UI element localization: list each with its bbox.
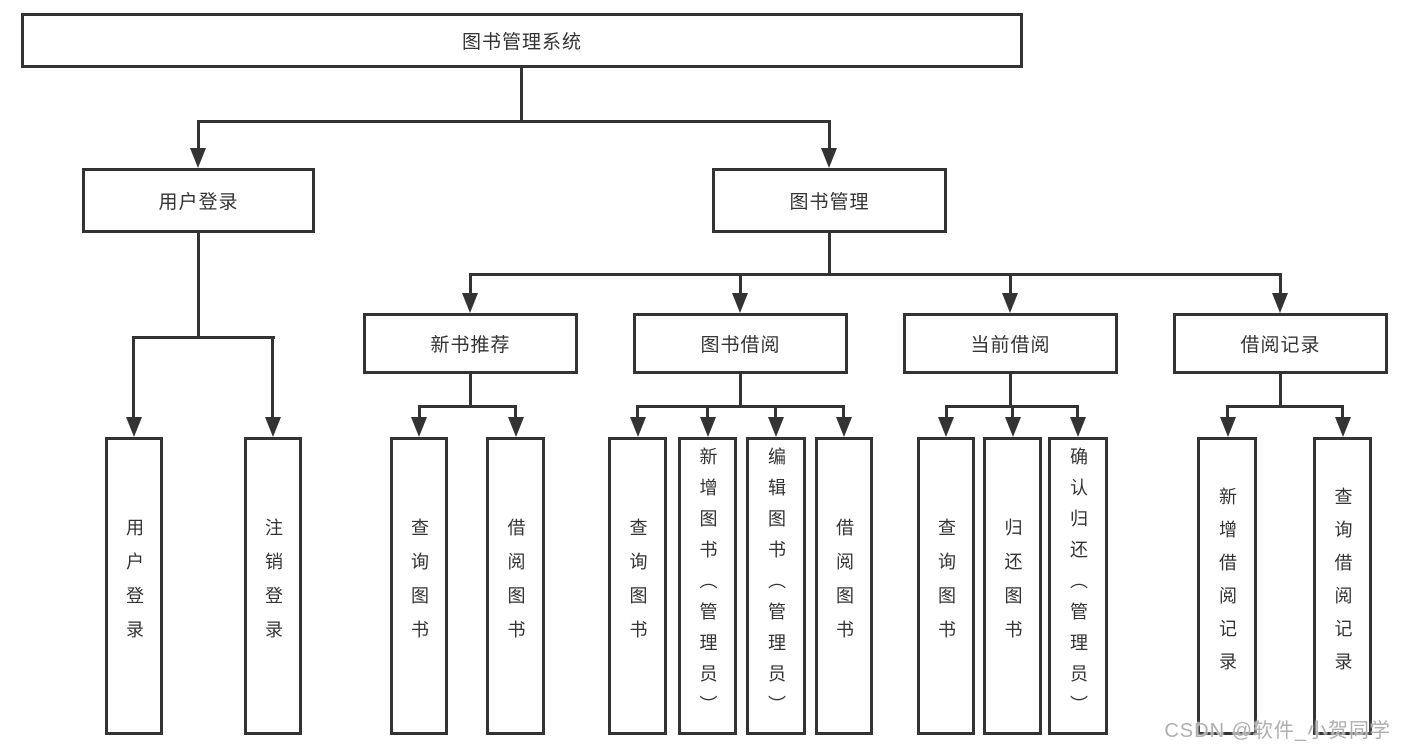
arrow-down-icon <box>938 417 954 437</box>
csdn-watermark: CSDN @软件_小贺同学 <box>1164 720 1391 742</box>
edge-line <box>1009 273 1012 293</box>
node-logout-leaf: 注销登录 <box>244 437 302 735</box>
leaf-label: 确认归还（管理员） <box>1068 446 1088 726</box>
arrow-down-icon <box>700 417 716 437</box>
node-new-book-recommend: 新书推荐 <box>363 313 578 374</box>
node-borrow-books-leaf: 借阅图书 <box>486 437 545 735</box>
leaf-label: 查询图书 <box>627 518 648 654</box>
edge-line <box>197 120 831 123</box>
node-user-login: 用户登录 <box>82 168 315 233</box>
node-add-borrow-record-leaf: 新增借阅记录 <box>1197 437 1257 735</box>
leaf-label: 用户登录 <box>124 518 144 654</box>
leaf-label: 注销登录 <box>263 518 283 654</box>
edge-line <box>132 336 275 339</box>
arrow-down-icon <box>126 417 142 437</box>
edge-line <box>1011 405 1014 417</box>
edge-line <box>418 405 421 417</box>
leaf-label: 查询借阅记录 <box>1332 487 1353 685</box>
edge-line <box>828 120 831 148</box>
node-query-books-leaf: 查询图书 <box>390 437 448 735</box>
arrow-down-icon <box>190 148 206 168</box>
edge-line <box>636 405 845 408</box>
arrow-down-icon <box>265 417 281 437</box>
edge-line <box>1009 374 1012 405</box>
node-borrow-books-leaf: 借阅图书 <box>815 437 873 735</box>
arrow-down-icon <box>836 417 852 437</box>
edge-line <box>1279 374 1282 405</box>
edge-line <box>469 273 1282 276</box>
arrow-down-icon <box>1220 417 1236 437</box>
leaf-label: 新增借阅记录 <box>1217 487 1237 685</box>
arrow-down-icon <box>732 293 748 313</box>
edge-line <box>739 374 742 405</box>
node-user-login-leaf: 用户登录 <box>105 437 163 735</box>
edge-line <box>197 120 200 148</box>
edge-line <box>520 68 523 120</box>
edge-line <box>418 405 517 408</box>
edge-line <box>514 405 517 417</box>
leaf-label: 编辑图书（管理员） <box>766 446 786 726</box>
leaf-label: 借阅图书 <box>505 518 526 654</box>
leaf-label: 新增图书（管理员） <box>697 446 718 726</box>
edge-line <box>1226 405 1229 417</box>
node-library-system: 图书管理系统 <box>21 13 1023 68</box>
leaf-label: 归还图书 <box>1002 518 1023 654</box>
arrow-down-icon <box>1272 293 1288 313</box>
arrow-down-icon <box>630 417 646 437</box>
node-confirm-return-admin-leaf: 确认归还（管理员） <box>1048 437 1108 735</box>
node-book-borrowing: 图书借阅 <box>633 313 848 374</box>
arrow-down-icon <box>1002 293 1018 313</box>
edge-line <box>828 233 831 273</box>
node-query-books-leaf: 查询图书 <box>917 437 975 735</box>
edge-line <box>197 233 200 336</box>
edge-line <box>1226 405 1343 408</box>
arrow-down-icon <box>1070 417 1086 437</box>
leaf-label: 查询图书 <box>936 518 956 654</box>
edge-line <box>1279 273 1282 293</box>
edge-line <box>739 273 742 293</box>
node-book-management: 图书管理 <box>712 168 947 233</box>
node-query-books-leaf: 查询图书 <box>608 437 667 735</box>
edge-line <box>1341 405 1344 417</box>
edge-line <box>636 405 639 417</box>
node-current-borrowing: 当前借阅 <box>903 313 1118 374</box>
arrow-down-icon <box>768 417 784 437</box>
edge-line <box>945 405 948 417</box>
edge-line <box>706 405 709 417</box>
node-borrowing-records: 借阅记录 <box>1173 313 1388 374</box>
node-return-books-leaf: 归还图书 <box>983 437 1042 735</box>
leaf-label: 查询图书 <box>409 518 429 654</box>
edge-line <box>1076 405 1079 417</box>
edge-line <box>132 336 135 417</box>
arrow-down-icon <box>411 417 427 437</box>
node-edit-book-admin-leaf: 编辑图书（管理员） <box>746 437 806 735</box>
node-add-book-admin-leaf: 新增图书（管理员） <box>678 437 737 735</box>
edge-line <box>271 336 274 417</box>
arrow-down-icon <box>1335 417 1351 437</box>
edge-line <box>469 273 472 293</box>
node-query-borrow-record-leaf: 查询借阅记录 <box>1313 437 1372 735</box>
leaf-label: 借阅图书 <box>834 518 854 654</box>
edge-line <box>774 405 777 417</box>
arrow-down-icon <box>462 293 478 313</box>
arrow-down-icon <box>821 148 837 168</box>
edge-line <box>469 374 472 405</box>
arrow-down-icon <box>1005 417 1021 437</box>
arrow-down-icon <box>508 417 524 437</box>
edge-line <box>842 405 845 417</box>
